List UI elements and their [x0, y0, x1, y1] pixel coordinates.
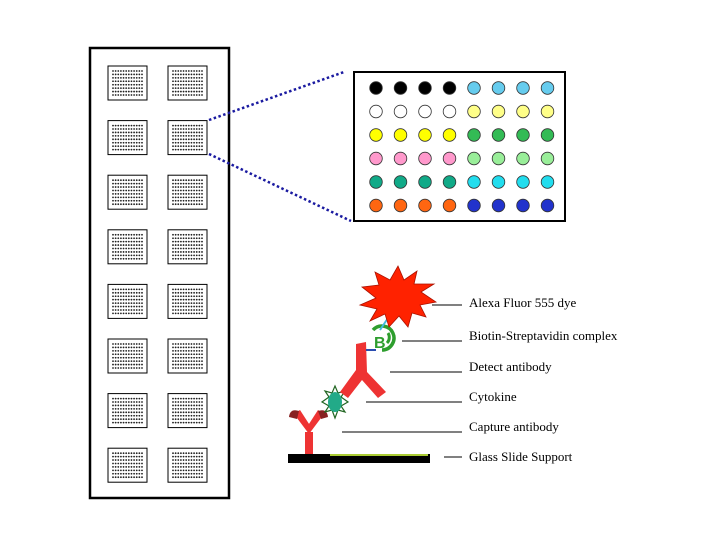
label-detect-antibody: Detect antibody: [469, 359, 552, 374]
biotin-streptavidin-complex: B: [366, 317, 396, 352]
array-spot: [442, 198, 457, 213]
array-spot: [442, 128, 457, 142]
array-spot: [540, 198, 555, 213]
array-spot: [393, 81, 408, 95]
label-alexa-fluor-dye: Alexa Fluor 555 dye: [469, 295, 577, 310]
array-spot: [516, 104, 530, 119]
array-spot: [491, 175, 506, 189]
zoom-connector-upper: [208, 70, 345, 122]
subarray: [107, 447, 148, 483]
array-spot: [540, 128, 555, 142]
array-spot: [442, 81, 457, 95]
detect-antibody: [340, 342, 386, 398]
array-spot: [369, 128, 383, 142]
subarray: [167, 65, 208, 101]
subarray-grid: [107, 65, 208, 483]
capture-antibody: [289, 410, 328, 454]
array-spot: [369, 198, 383, 213]
array-spot: [491, 128, 506, 142]
array-spot: [516, 198, 530, 213]
label-capture-antibody: Capture antibody: [469, 419, 559, 434]
array-spot: [418, 81, 432, 95]
subarray: [167, 120, 208, 156]
zoomed-array-frame: [353, 71, 566, 222]
array-spot: [369, 175, 383, 189]
array-spot: [491, 151, 506, 166]
array-spot: [540, 175, 555, 189]
cytokine-molecule: [320, 384, 350, 420]
glass-slide-support: [288, 454, 430, 463]
alexa-fluor-dye: [358, 265, 438, 328]
array-spot: [418, 198, 432, 213]
array-spot: [491, 81, 506, 95]
subarray: [167, 283, 208, 319]
array-spot: [393, 175, 408, 189]
subarray: [107, 338, 148, 374]
array-spot: [418, 151, 432, 166]
array-spot: [442, 151, 457, 166]
array-spot: [491, 104, 506, 119]
array-spot: [467, 81, 481, 95]
biotin-letter: B: [374, 335, 386, 352]
array-spot: [393, 104, 408, 119]
array-spot: [467, 175, 481, 189]
label-biotin-streptavidin: Biotin-Streptavidin complex: [469, 328, 618, 343]
array-spot: [442, 175, 457, 189]
subarray: [107, 65, 148, 101]
subarray: [107, 229, 148, 265]
array-spot: [516, 151, 530, 166]
glass-slide-support-surface: [330, 454, 428, 456]
zoomed-array-dots: [369, 81, 555, 213]
subarray: [167, 447, 208, 483]
subarray: [107, 120, 148, 156]
subarray: [167, 338, 208, 374]
array-spot: [393, 198, 408, 213]
zoom-connector-lower: [208, 152, 352, 223]
subarray: [107, 283, 148, 319]
subarray: [167, 174, 208, 210]
array-spot: [369, 81, 383, 95]
array-spot: [369, 151, 383, 166]
array-spot: [418, 104, 432, 119]
array-spot: [467, 151, 481, 166]
array-spot: [369, 104, 383, 119]
sandwich-assay: B: [288, 265, 438, 463]
subarray: [167, 229, 208, 265]
array-spot: [442, 104, 457, 119]
label-glass-slide-support: Glass Slide Support: [469, 449, 573, 464]
array-spot: [393, 128, 408, 142]
array-spot: [516, 175, 530, 189]
array-spot: [467, 104, 481, 119]
array-spot: [393, 151, 408, 166]
array-spot: [491, 198, 506, 213]
array-spot: [516, 81, 530, 95]
array-spot: [540, 104, 555, 119]
array-spot: [540, 151, 555, 166]
array-spot: [467, 128, 481, 142]
label-cytokine: Cytokine: [469, 389, 517, 404]
array-spot: [540, 81, 555, 95]
array-spot: [467, 198, 481, 213]
array-spot: [516, 128, 530, 142]
subarray: [167, 393, 208, 429]
array-spot: [418, 128, 432, 142]
array-spot: [418, 175, 432, 189]
glass-slide: [88, 46, 231, 500]
subarray: [107, 174, 148, 210]
subarray: [107, 393, 148, 429]
